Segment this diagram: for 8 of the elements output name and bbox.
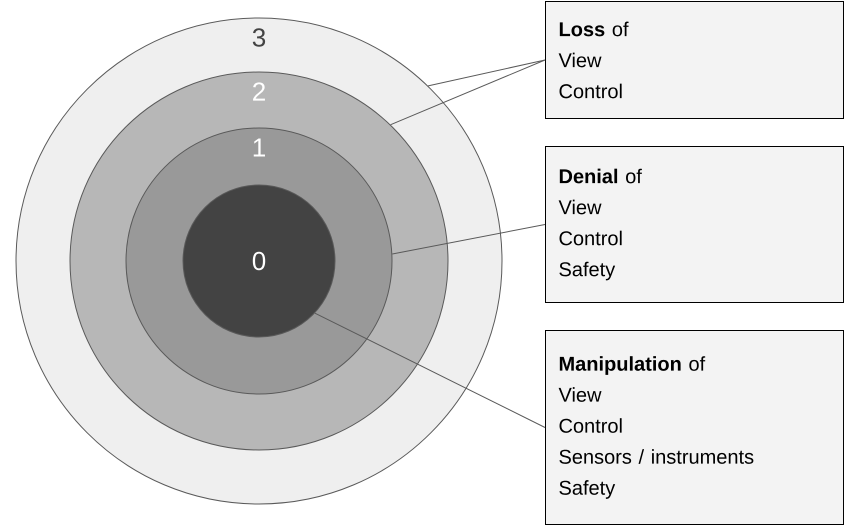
leader-line xyxy=(390,60,546,126)
text-box: Loss of View Control xyxy=(545,1,844,119)
text-box: Denial of View Control Safety xyxy=(545,146,844,303)
ring: 0 xyxy=(182,184,336,338)
leader-line xyxy=(392,224,546,254)
leader-line xyxy=(314,312,546,428)
text-box: Manipulation of View Control Sensors / instruments Safety xyxy=(545,330,844,525)
leader-line xyxy=(428,60,546,86)
